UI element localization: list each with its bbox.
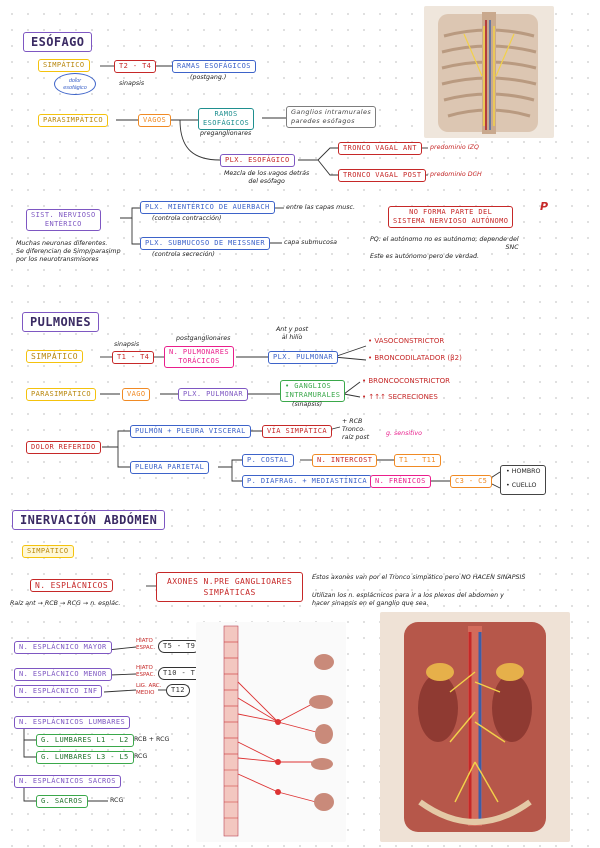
pulmones-plx-pulm: PLX. PULMONAR — [268, 351, 338, 364]
thorax-illustration — [438, 12, 538, 134]
pulmones-pulmon-visc: PULMÓN + PLEURA VISCERAL — [130, 425, 251, 438]
esofago-plexo: PLX. ESOFÁGICO — [220, 154, 295, 167]
abdomen-raiz: Raíz ant → RCB → RCG → n. esplác. — [10, 600, 121, 607]
pulmones-vago: VAGO — [122, 388, 151, 401]
abdomen-sacros: N. ESPLÁCNICOS SACROS — [14, 775, 121, 788]
abdomen-mayor-note: HIATO ESPAC. — [136, 638, 156, 651]
pulmones-frenicos: N. FRÉNICOS — [370, 475, 431, 488]
pulmones-plx-pulm2: PLX. PULMONAR — [178, 388, 248, 401]
esofago-sinapsis: sinapsis — [119, 80, 145, 87]
pulmones-title: PULMONES — [22, 312, 99, 332]
esofago-plexo-sub: Mezcla de los vagos detrás del esófago — [224, 170, 310, 185]
abdomen-mayor: N. ESPLÁCNICO MAYOR — [14, 641, 112, 654]
pulmones-segment: T1 - T4 — [112, 351, 155, 364]
abdomen-inf-note: LIG. ARC. MEDIO — [136, 683, 162, 696]
esofago-ramos-sub: preganglionares — [200, 130, 252, 137]
pulmones-g-sens: g. sensitivo — [386, 430, 422, 437]
esofago-segment: T2 - T4 — [114, 60, 157, 73]
pulmones-bronco: • BRONCODILATADOR (β2) — [368, 354, 462, 362]
pulmones-cuello: • CUELLO — [506, 482, 537, 489]
esofago-tronco-ant: TRONCO VAGAL ANT — [338, 142, 422, 155]
pulmones-via-simp: VÍA SIMPÁTICA — [262, 425, 332, 438]
esofago-ramas: RAMAS ESOFÁGICOS — [172, 60, 256, 73]
esofago-pred-dch: predominio DCH — [430, 171, 482, 178]
esofago-ganglios: Ganglios intramurales paredes esófagos — [286, 106, 377, 128]
pulmones-hombro-cuello — [500, 465, 546, 495]
abdomen-axones-note2: Utilizan los n. esplácnicos para ir a lo… — [312, 592, 504, 607]
esofago-enterico: SIST. NERVIOSO ENTÉRICO — [26, 209, 101, 231]
esofago-meissner-sub: (controla secreción) — [152, 251, 215, 258]
esofago-pred-izq: predominio IZQ — [430, 144, 479, 151]
abdomen-lumbares: N. ESPLÁCNICOS LUMBARES — [14, 716, 131, 729]
pulmones-ganglios: • GANGLIOS INTRAMURALES — [280, 380, 346, 402]
abdomen-g-sacros-r: RCG — [110, 797, 124, 804]
pulmones-simpatico: SIMPÁTICO — [26, 350, 83, 363]
abdomen-axones-note: Estos axones van por el Tronco simpático… — [312, 574, 526, 581]
abdomen-menor: N. ESPLÁCNICO MENOR — [14, 668, 112, 681]
pulmones-secreciones: • ↑↑↑ SECRECIONES — [362, 393, 438, 401]
pulmones-vaso: • VASOCONSTRICTOR — [368, 337, 445, 345]
pulmones-p-diafrag: P. DIAFRAG. + MEDIASTÍNICA — [242, 475, 372, 488]
pulmones-intercost: N. INTERCOST — [312, 454, 378, 467]
abdomen-mayor-seg: T5 - T9 — [158, 640, 201, 653]
pulmones-ganglios-sub: (sinapsis) — [292, 401, 323, 408]
abdomen-g-lumb2-r: RCG — [134, 753, 148, 760]
esofago-pq: PQ. el autónomo no es autónomo, depende … — [370, 236, 519, 251]
pulmones-n-pulm: N. PULMONARES TORÁCICOS — [164, 346, 234, 368]
abdomen-inf-seg: T12 — [166, 684, 190, 697]
abdomen-anatomy-image — [380, 612, 570, 842]
abdomen-title: INERVACIÓN ABDÓMEN — [12, 510, 166, 530]
abdomen-axones: AXONES N.PRE GANGLIOARES SIMPÁTICAS — [156, 572, 304, 602]
pulmones-broncocon: • BRONCOCONSTRICTOR — [362, 377, 450, 385]
abdomen-inf: N. ESPLÁCNICO INF — [14, 685, 103, 698]
pulmones-hombro: • HOMBRO — [506, 468, 541, 475]
pulmones-t-range: T1 - T11 — [394, 454, 441, 467]
abdomen-g-lumb2: G. LUMBARES L3 - L5 — [36, 751, 134, 764]
pulmones-p-costal: P. COSTAL — [242, 454, 294, 467]
pulmones-pleura-par: PLEURA PARIETAL — [130, 461, 210, 474]
esofago-tronco-post: TRONCO VAGAL POST — [338, 169, 427, 182]
abdomen-esplacnicos: N. ESPLÁCNICOS — [30, 579, 114, 592]
esofago-dolor-bubble: dolor esofágico — [54, 73, 96, 95]
thorax-anatomy-image — [424, 6, 554, 138]
spinal-cord-illustration — [223, 625, 334, 837]
abdomen-g-lumb1: G. LUMBARES L1 - L2 — [36, 734, 134, 747]
spinal-cord-diagram — [196, 622, 346, 842]
abdomen-g-lumb1-r: RCB + RCG — [134, 736, 170, 743]
pulmones-ant-post: Ant y post al hilio — [276, 326, 309, 341]
esofago-ramas-sub: (postgang.) — [190, 74, 227, 81]
esofago-auerbach: PLX. MIENTÉRICO DE AUERBACH — [140, 201, 275, 214]
pulmones-c-range: C3 - C5 — [450, 475, 493, 488]
pulmones-rcb: + RCB Tronco raíz post — [342, 418, 370, 441]
esofago-auerbach-note: entre las capas musc. — [286, 204, 356, 211]
abdomen-simpatico: SIMPÁTICO — [22, 545, 74, 558]
esofago-noforma: NO FORMA PARTE DEL SISTEMA NERVIOSO AUTÓ… — [388, 206, 514, 228]
esofago-meissner-note: capa submucosa — [284, 239, 338, 246]
abdomen-g-sacros: G. SACROS — [36, 795, 88, 808]
esofago-pq2: Este es autónomo pero de verdad. — [370, 253, 479, 260]
esofago-neuronas: Muchas neuronas diferentes. Se diferenci… — [16, 240, 121, 263]
esofago-pq-mark: P — [540, 200, 549, 213]
esofago-vagos: VAGOS — [138, 114, 172, 127]
esofago-title: ESÓFAGO — [23, 32, 93, 52]
esofago-meissner: PLX. SUBMUCOSO DE MEISSNER — [140, 237, 270, 250]
esofago-ramos: RAMOS ESOFÁGICOS — [198, 108, 255, 130]
pulmones-parasimpatico: PARASIMPÁTICO — [26, 388, 96, 401]
pulmones-dolor: DOLOR REFERIDO — [26, 441, 101, 454]
pulmones-sinapsis: sinapsis — [114, 341, 140, 348]
esofago-auerbach-sub: (controla contracción) — [152, 215, 222, 222]
esofago-parasimpatico: PARASIMPÁTICO — [38, 114, 108, 127]
abdomen-illustration — [404, 622, 546, 832]
pulmones-postgang: postganglionares — [176, 335, 231, 342]
abdomen-menor-note: HIATO ESPAC. — [136, 665, 156, 678]
esofago-simpatico: SIMPÁTICO — [38, 59, 90, 72]
